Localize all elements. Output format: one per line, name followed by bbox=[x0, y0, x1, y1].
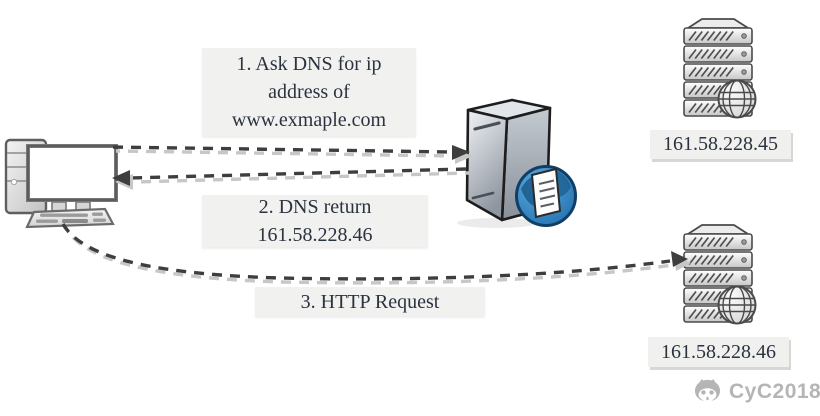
keyboard bbox=[25, 207, 115, 229]
server-roof bbox=[684, 224, 752, 235]
server-roof bbox=[684, 18, 752, 29]
drive-slot bbox=[471, 191, 495, 200]
server-front-face bbox=[465, 108, 509, 222]
monitor bbox=[26, 144, 118, 202]
step-text-line: 161.58.228.46 bbox=[257, 224, 373, 246]
globe-icon bbox=[717, 285, 757, 325]
step-label-ask-dns: 1. Ask DNS for ip address of www.exmaple… bbox=[202, 48, 416, 136]
document-icon bbox=[530, 167, 562, 219]
watermark-text: CyC2018 bbox=[729, 379, 820, 403]
web-server-icon bbox=[683, 18, 757, 119]
step-text-line: 1. Ask DNS for ip bbox=[236, 53, 382, 75]
arrow-dns-query bbox=[112, 145, 453, 154]
arrow-dns-return bbox=[129, 167, 467, 180]
server-ip-label-45: 161.58.228.45 bbox=[650, 130, 791, 159]
step-text-line: address of bbox=[268, 81, 350, 103]
step-label-dns-return: 2. DNS return 161.58.228.46 bbox=[202, 195, 428, 247]
octocat-icon bbox=[694, 378, 721, 401]
step-text-line: 3. HTTP Request bbox=[300, 290, 440, 313]
arrow-shadow-dns-query bbox=[115, 149, 456, 158]
arrow-shadow-dns-return bbox=[132, 171, 470, 184]
watermark: CyC2018 bbox=[692, 378, 820, 405]
ip-text: 161.58.228.45 bbox=[663, 133, 778, 155]
step-text-line: www.exmaple.com bbox=[231, 109, 387, 131]
ip-text: 161.58.228.46 bbox=[661, 340, 776, 363]
desktop-computer-icon bbox=[4, 138, 118, 229]
shadow bbox=[457, 218, 537, 228]
web-server-icon bbox=[683, 224, 757, 325]
globe-icon bbox=[717, 79, 757, 119]
step-label-http-request: 3. HTTP Request bbox=[255, 287, 485, 316]
step-text-line: 2. DNS return bbox=[258, 196, 372, 218]
server-ip-label-46: 161.58.228.46 bbox=[648, 337, 789, 367]
dns-server-icon bbox=[457, 98, 577, 228]
drive-slot bbox=[473, 121, 501, 131]
